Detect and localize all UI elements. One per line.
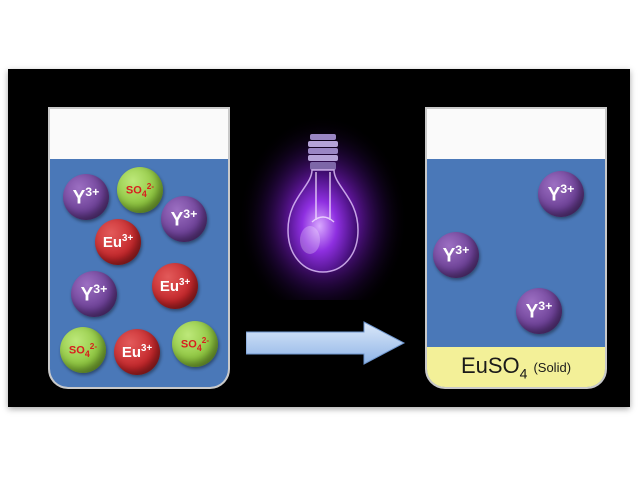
yttrium-ion-right-2: Y3+ [516, 288, 562, 334]
precipitate-state: (Solid) [533, 359, 572, 375]
sulfate-ion-left-6: SO42- [60, 327, 106, 373]
europium-ion-left-4: Eu3+ [152, 263, 198, 309]
yttrium-ion-left-5: Y3+ [71, 271, 117, 317]
uv-lightbulb-icon [238, 90, 408, 300]
reaction-arrow-icon [246, 321, 406, 365]
sulfate-ion-left-1: SO42- [117, 167, 163, 213]
europium-ion-left-3: Eu3+ [95, 219, 141, 265]
europium-ion-left-7: Eu3+ [114, 329, 160, 375]
precipitate-layer: EuSO4 (Solid) [427, 347, 605, 387]
yttrium-ion-right-1: Y3+ [433, 232, 479, 278]
yttrium-ion-left-2: Y3+ [161, 196, 207, 242]
yttrium-ion-right-0: Y3+ [538, 171, 584, 217]
yttrium-ion-left-0: Y3+ [63, 174, 109, 220]
sulfate-ion-left-8: SO42- [172, 321, 218, 367]
precipitate-formula: EuSO4 [460, 352, 528, 382]
